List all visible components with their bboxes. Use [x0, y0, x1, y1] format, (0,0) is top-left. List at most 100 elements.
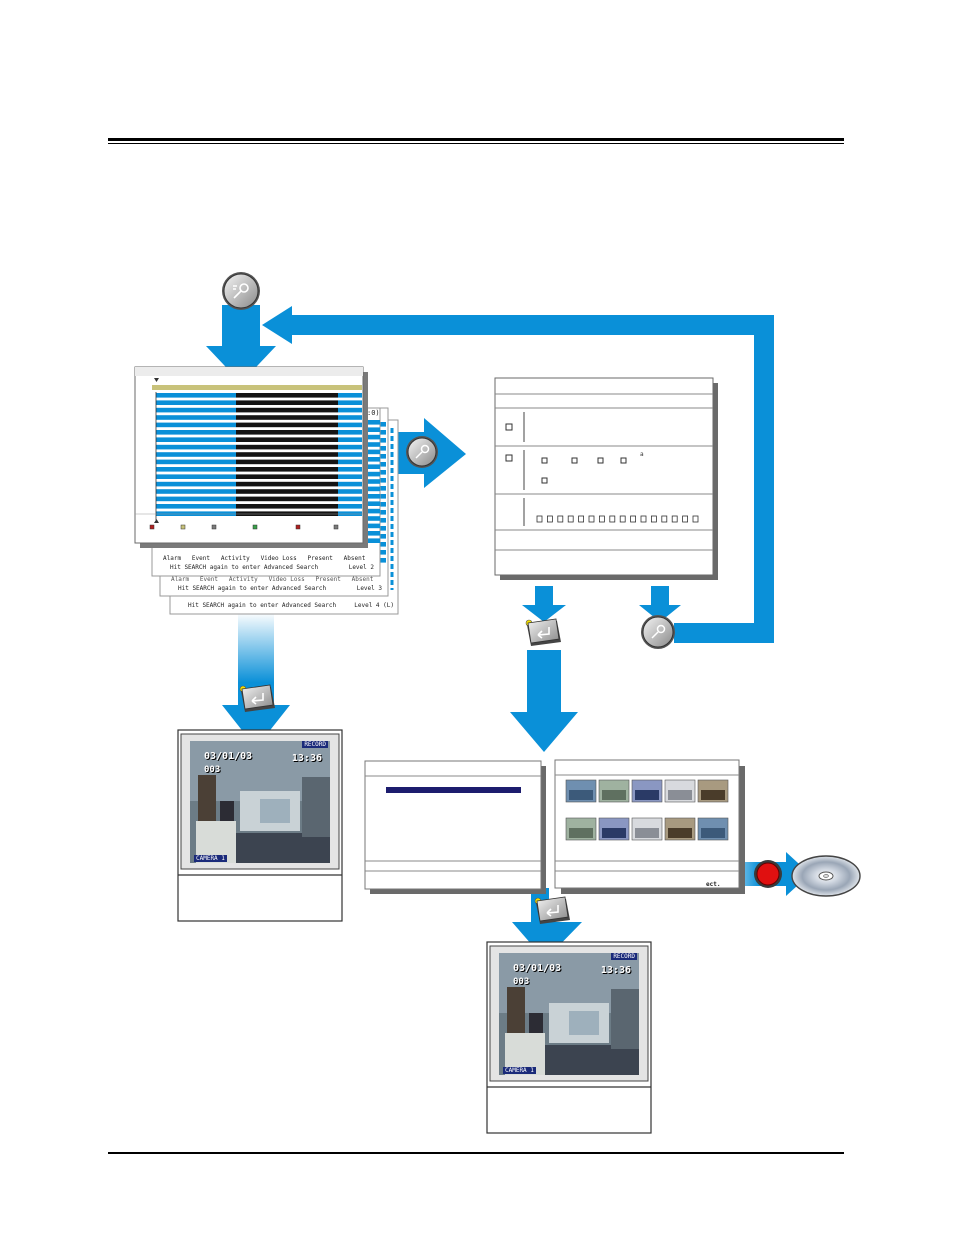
timeline-row-blue-right	[338, 393, 362, 398]
camera-badge: RECORD	[302, 741, 328, 748]
search-button-icon	[415, 444, 430, 459]
layer2-stripe	[366, 427, 380, 432]
timeline-row-blue-right	[338, 496, 362, 502]
camera-box	[692, 515, 699, 523]
adv-option-b	[571, 457, 578, 464]
layer2-stripe	[366, 457, 380, 462]
timeline-row-black	[236, 444, 338, 450]
legend-dot	[333, 524, 339, 530]
flow-loop-arrowhead	[262, 306, 292, 344]
advanced-search-panel	[494, 377, 714, 576]
camera-date: 03/01/03	[204, 751, 253, 762]
timeline-row-blue-right	[338, 474, 362, 479]
camera-box	[609, 515, 616, 523]
timeline-row-blue-right	[338, 504, 362, 509]
timeline-row-black	[236, 422, 338, 428]
camera-box	[682, 515, 688, 523]
camera-box	[619, 515, 626, 523]
layer2-stripe	[366, 479, 380, 484]
thumbnail-detail	[701, 790, 725, 800]
level4-label: Level 4 (L)	[354, 602, 394, 609]
record-button	[754, 860, 782, 888]
timeline-row-blue-right	[338, 489, 362, 494]
behind-legend-event: Event	[199, 576, 218, 583]
camera-box	[567, 515, 574, 523]
legend-dot	[149, 524, 155, 530]
search-button-icon	[233, 283, 249, 299]
thumbnail-corner-text: ect.	[706, 881, 720, 888]
layer2-stripes	[366, 420, 380, 543]
camera-box	[671, 515, 678, 523]
legend-dot	[180, 524, 186, 530]
timeline-row-blue-left	[156, 459, 236, 465]
adv-checkbox-1	[505, 423, 513, 431]
thumbnail-detail	[701, 828, 725, 838]
camera-box	[661, 515, 668, 523]
timeline-row-blue-left	[156, 504, 236, 509]
timeline-row-blue-left	[156, 467, 236, 472]
timeline-row-blue-right	[338, 481, 362, 487]
timeline-row-black	[236, 474, 338, 479]
level2-label: Level 2	[348, 564, 374, 571]
adv-option-e	[541, 477, 548, 484]
camera-box	[578, 515, 584, 523]
timeline-row-blue-left	[156, 400, 236, 405]
thumbnail-detail	[569, 790, 593, 800]
camera-box	[640, 515, 647, 523]
timeline-row-black	[236, 437, 338, 442]
layer3-stripe	[379, 422, 386, 427]
adv-option-c	[597, 457, 604, 464]
legend-absent: Absent	[343, 555, 366, 562]
timeline-legend-dots	[149, 524, 339, 530]
camera-box	[547, 515, 553, 523]
search-button-right	[406, 436, 438, 468]
camera-time: 13:36	[600, 965, 631, 976]
enter-key-icon	[251, 693, 264, 705]
layer2-stripe	[366, 523, 380, 529]
level2-hint: Hit SEARCH again to enter Advanced Searc…	[170, 564, 319, 571]
timeline-level4-hint-row: Hit SEARCH again to enter Advanced Searc…	[188, 602, 394, 610]
camera-scene	[499, 953, 639, 1075]
top-rule	[108, 138, 844, 144]
flow-arrow-down-results	[510, 650, 578, 752]
layer2-stripe	[366, 501, 380, 506]
timeline-row-blue-left	[156, 452, 236, 457]
timeline-row-black	[236, 407, 338, 413]
camera-label: CAMERA 1	[503, 1067, 536, 1074]
timeline-row-blue-left	[156, 489, 236, 494]
timeline-row-blue-right	[338, 407, 362, 413]
behind-legend-absent: Absent	[351, 576, 374, 583]
timeline-row-black	[236, 489, 338, 494]
camera-frame-2: RECORD 03/01/03 13:36 003 CAMERA 1	[499, 953, 639, 1075]
layer2-stripe	[366, 420, 380, 425]
camera-badge: RECORD	[611, 953, 637, 960]
enter-button-adv	[525, 618, 561, 646]
layer2-stripe	[366, 486, 380, 492]
timeline-row-blue-right	[338, 467, 362, 472]
timeline-row-blue-right	[338, 452, 362, 457]
timeline-row-blue-right	[338, 459, 362, 465]
behind-legend-video-loss: Video Loss	[268, 576, 305, 583]
flow-arrow-adv-enter	[522, 586, 566, 622]
timeline-row-black	[236, 393, 338, 398]
camera-box	[557, 515, 564, 523]
flow-arrow-down-timeline	[206, 305, 276, 383]
camera-frame-1: RECORD 03/01/03 13:36 003 CAMERA 1	[190, 741, 330, 863]
timeline-level3-hint-row: Hit SEARCH again to enter Advanced Searc…	[178, 585, 382, 593]
layer3-stripe	[379, 470, 386, 475]
timeline-row-blue-left	[156, 415, 236, 420]
adv-checkbox-2	[505, 454, 513, 462]
timeline-row-blue-left	[156, 430, 236, 435]
layer3-stripe	[379, 526, 386, 531]
camera-box	[536, 515, 543, 523]
camera-box	[588, 515, 595, 523]
thumbnail-detail	[602, 828, 626, 838]
layer3-stripe	[379, 542, 386, 547]
timeline-row-black	[236, 467, 338, 472]
timeline-row-blue-left	[156, 496, 236, 502]
behind-legend-activity: Activity	[228, 576, 258, 583]
layer3-stripe	[379, 494, 386, 499]
legend-event: Event	[191, 555, 210, 562]
thumbnail-detail	[635, 790, 659, 800]
